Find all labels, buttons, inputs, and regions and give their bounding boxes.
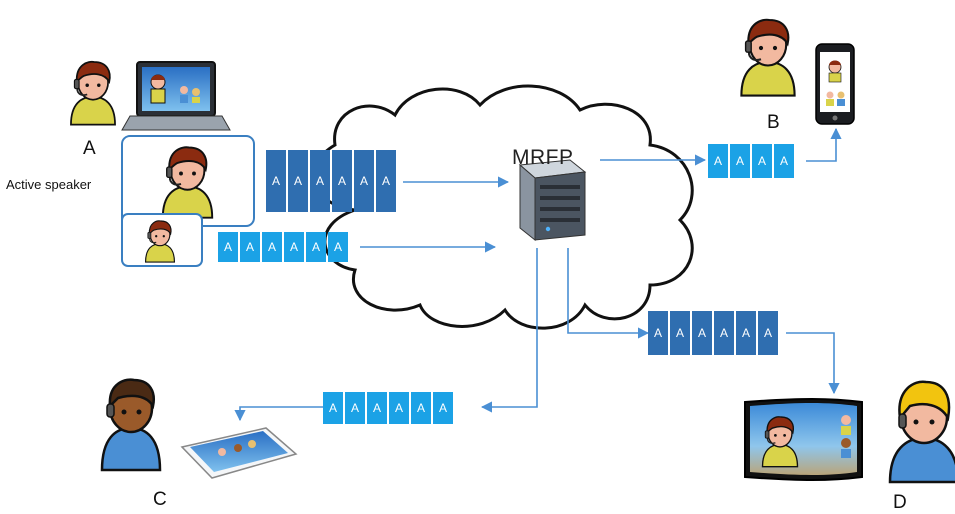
mrfp-label: MRFP (512, 146, 574, 169)
active-speaker-label: Active speaker (6, 177, 92, 192)
packet-cell: A (332, 150, 352, 212)
smartphone-icon (815, 43, 855, 125)
packet-cell: A (306, 232, 326, 262)
participant-d-label: D (893, 492, 907, 513)
packet-cell: A (266, 150, 286, 212)
flow-arrows (234, 127, 842, 422)
participant-a-avatar (70, 60, 116, 126)
packet-cell: A (345, 392, 365, 424)
packet-cell: A (323, 392, 343, 424)
packet-cell: A (367, 392, 387, 424)
packet-cell: A (262, 232, 282, 262)
packet-cell: A (714, 311, 734, 355)
arrow-to-tablet (234, 406, 323, 422)
laptop-icon (121, 61, 231, 131)
participant-d-avatar (888, 380, 955, 484)
packet-cell: A (328, 232, 348, 262)
packet-cell: A (284, 232, 304, 262)
packet-cell: A (310, 150, 330, 212)
participant-a-label: A (83, 138, 96, 159)
packet-cell: A (240, 232, 260, 262)
server-icon (518, 159, 587, 242)
participant-c-avatar (100, 378, 162, 472)
packet-cell: A (752, 144, 772, 178)
cloud-icon (312, 84, 694, 330)
participant-b-label: B (767, 112, 780, 133)
packet-cell: A (433, 392, 453, 424)
packet-cell: A (730, 144, 750, 178)
packet-cell: A (354, 150, 374, 212)
packet-cell: A (376, 150, 396, 212)
packet-cell: A (758, 311, 778, 355)
arrow-mrfp-to-c (480, 248, 538, 413)
packet-cell: A (389, 392, 409, 424)
packet-cell: A (774, 144, 794, 178)
participant-c-label: C (153, 489, 167, 510)
packet-cell: A (288, 150, 308, 212)
tv-icon (744, 398, 863, 481)
packet-cell: A (648, 311, 668, 355)
packet-cell: A (670, 311, 690, 355)
tablet-icon (180, 427, 298, 479)
packet-cell: A (218, 232, 238, 262)
packet-cell: A (708, 144, 728, 178)
arrow-mrfp-to-d (567, 248, 650, 339)
packet-cell: A (736, 311, 756, 355)
arrow-to-tv (786, 332, 840, 395)
arrow-to-phone (806, 127, 842, 162)
participant-b-avatar (740, 18, 796, 97)
packet-cell: A (692, 311, 712, 355)
packet-cell: A (411, 392, 431, 424)
